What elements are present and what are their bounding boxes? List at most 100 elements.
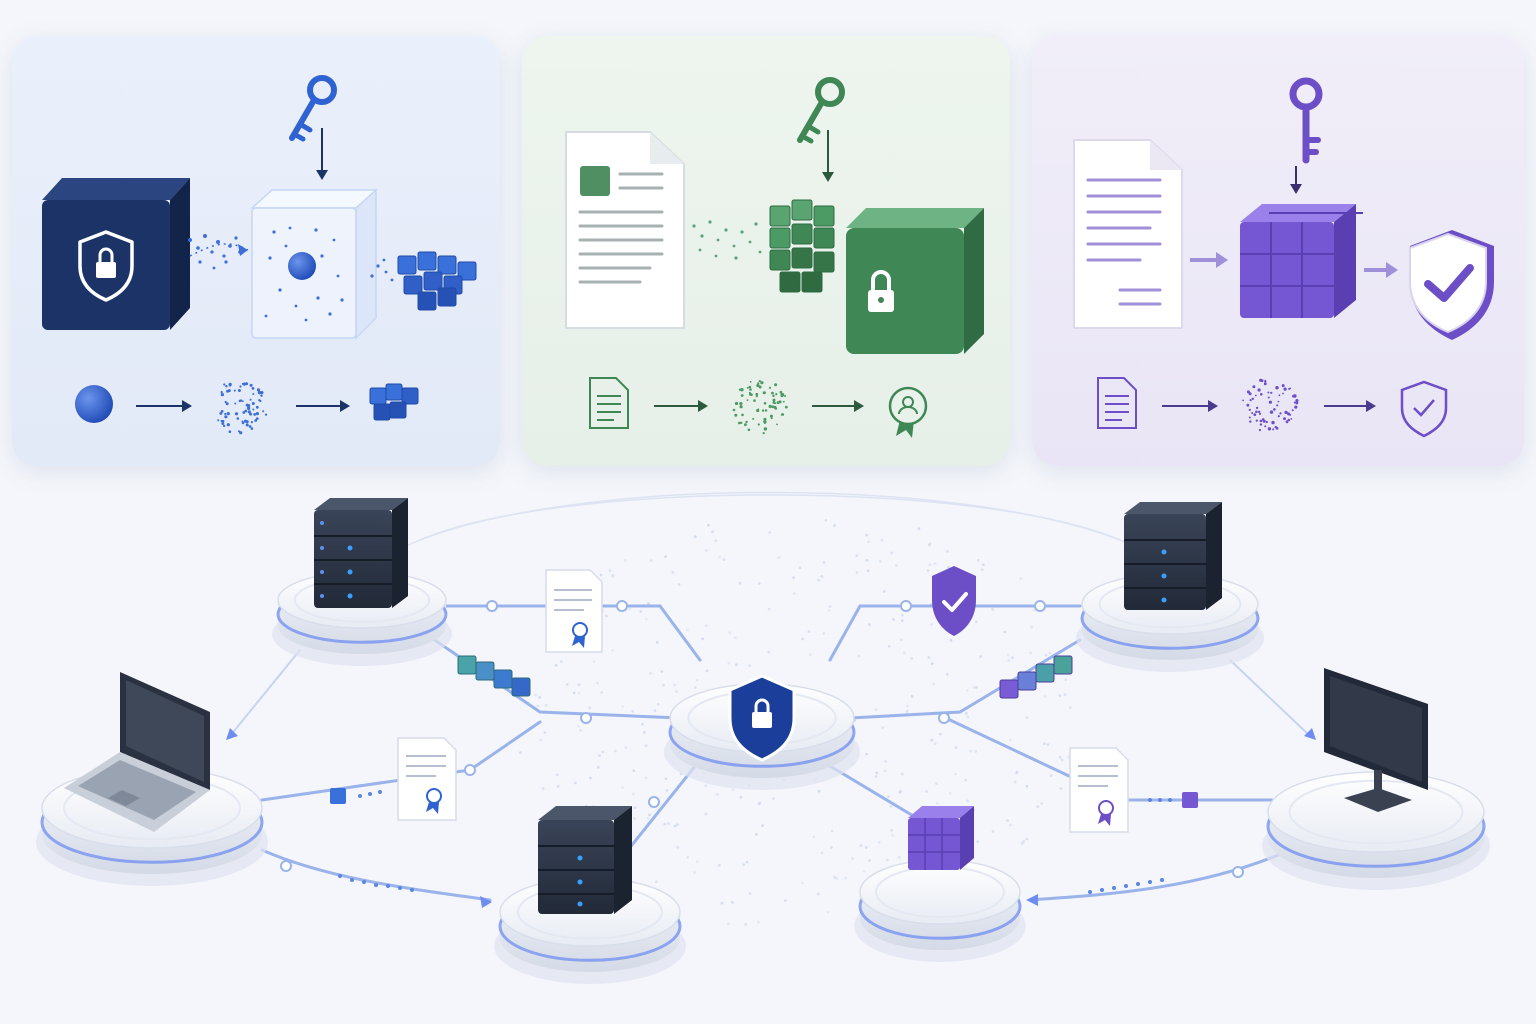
map-dot <box>579 728 582 732</box>
arrow-right-icon <box>1324 400 1376 412</box>
noise-dot <box>262 410 265 413</box>
noise-dot <box>761 409 765 412</box>
noise-dot <box>260 391 264 395</box>
map-dot <box>891 834 895 837</box>
map-dot <box>720 901 724 905</box>
map-dot <box>555 773 559 777</box>
noise-dot <box>1259 423 1263 426</box>
noise-dot <box>226 423 230 427</box>
map-dot <box>868 623 871 626</box>
map-dot <box>693 535 697 539</box>
map-dot <box>676 845 680 849</box>
noise-dot <box>234 402 237 405</box>
noise-dot <box>779 390 783 394</box>
map-dot <box>905 710 909 713</box>
map-dot <box>742 863 746 866</box>
noise-dot <box>1289 387 1291 390</box>
noise-dot <box>763 417 767 421</box>
map-dot <box>748 892 752 895</box>
map-dot <box>693 871 696 874</box>
map-dot <box>851 857 854 860</box>
noise-dot <box>1260 393 1263 396</box>
noise-dot <box>748 385 752 389</box>
map-dot <box>890 551 894 555</box>
map-dot <box>655 640 659 644</box>
certificate-icon <box>1069 747 1129 833</box>
map-dot <box>874 775 878 778</box>
arrow-right-icon <box>296 400 350 412</box>
noise-dot <box>1260 379 1264 383</box>
map-dot <box>895 564 898 567</box>
noise-dot <box>251 402 255 405</box>
noise-dot <box>245 403 249 407</box>
map-dot <box>808 653 812 657</box>
map-dot <box>935 802 939 805</box>
noise-dot <box>255 412 259 416</box>
map-dot <box>1049 774 1053 777</box>
map-dot <box>954 772 957 776</box>
map-dot <box>656 702 660 706</box>
map-dot <box>966 689 969 692</box>
map-dot <box>663 822 667 826</box>
map-dot <box>695 678 699 682</box>
map-dot <box>1007 659 1011 663</box>
noise-dot <box>1293 401 1296 404</box>
noise-dot <box>774 383 778 387</box>
map-dot <box>577 691 581 695</box>
map-dot <box>882 590 886 593</box>
map-dot <box>1064 678 1068 682</box>
map-dot <box>1040 802 1044 805</box>
map-dot <box>673 683 676 687</box>
noise-dot <box>752 417 755 420</box>
noise-dot <box>1294 405 1298 409</box>
noise-dot <box>758 385 762 389</box>
noise-dots-icon <box>732 380 788 435</box>
map-dot <box>933 742 937 746</box>
map-dot <box>518 751 522 755</box>
noise-dot <box>220 391 223 394</box>
noise-dot <box>237 389 241 392</box>
map-dot <box>966 715 970 719</box>
map-dot <box>1046 743 1050 746</box>
noise-dot <box>750 393 753 396</box>
noise-dot <box>734 401 739 406</box>
noise-dot <box>264 413 268 416</box>
map-dot <box>938 732 942 736</box>
map-dot <box>767 650 771 654</box>
green-blocks-icon <box>769 199 835 293</box>
map-dot <box>830 846 833 849</box>
noise-dot <box>1258 428 1261 432</box>
noise-dots-icon <box>217 382 268 435</box>
noise-dot <box>741 413 744 417</box>
map-dot <box>572 691 576 695</box>
noise-dot <box>768 404 772 409</box>
noise-dot <box>223 383 226 386</box>
noise-dot <box>248 425 252 428</box>
map-dot <box>822 561 826 564</box>
noise-dot <box>768 386 772 389</box>
map-dot <box>975 686 978 689</box>
noise-dot <box>255 417 259 420</box>
map-dot <box>966 799 970 803</box>
map-dot <box>1043 742 1046 745</box>
map-dot <box>917 527 921 531</box>
noise-dot <box>1264 379 1267 382</box>
map-dot <box>642 730 646 734</box>
map-dot <box>1006 819 1009 822</box>
map-dot <box>927 543 931 547</box>
map-dot <box>925 790 928 793</box>
map-dot <box>930 738 934 742</box>
link-arrows <box>226 728 1316 908</box>
map-dot <box>833 875 836 879</box>
key-icon <box>1289 77 1323 194</box>
map-dot <box>707 523 710 527</box>
noise-dot <box>1249 420 1252 423</box>
document-icon <box>1073 139 1183 329</box>
noise-dot <box>257 390 262 395</box>
noise-dot <box>254 419 258 422</box>
noise-dot <box>780 393 785 397</box>
map-dot <box>598 754 601 757</box>
noise-dot <box>1249 399 1252 402</box>
map-dot <box>826 910 830 914</box>
